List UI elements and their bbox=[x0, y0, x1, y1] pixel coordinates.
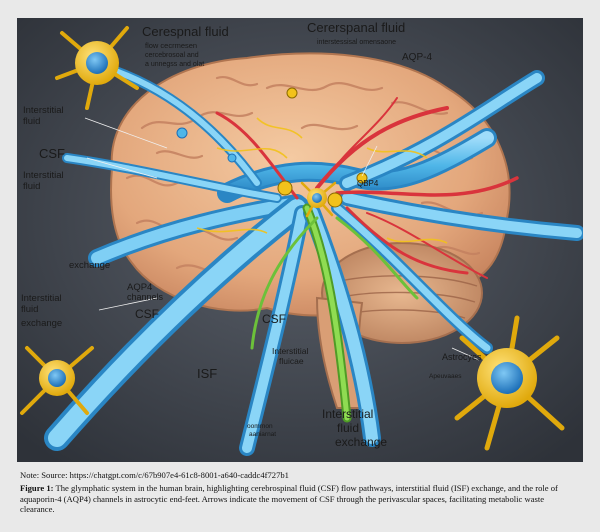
label-interstitial-1b: fluid bbox=[23, 116, 40, 127]
figure-caption-label: Figure 1: bbox=[20, 483, 54, 493]
astrocyte-top-left bbox=[55, 26, 139, 110]
label-csf-top-right: Cererspanal fluid bbox=[307, 20, 405, 35]
label-csf-top-left-sub2: cercebrosoal and bbox=[145, 52, 199, 59]
label-aqp4-top: AQP-4 bbox=[402, 52, 432, 63]
label-interstitial-3b: fluid bbox=[21, 304, 38, 315]
label-bottom-grey-2: aaniarnat bbox=[249, 431, 276, 438]
label-interstitial-center-a: Interstitial bbox=[272, 346, 308, 356]
label-csf-top-left: Cerespnal fluid bbox=[142, 24, 229, 39]
label-isf: ISF bbox=[197, 366, 217, 381]
astrocyte-bottom-right bbox=[454, 315, 565, 451]
label-aqp4-channels-a: AQP4 bbox=[127, 282, 152, 293]
label-interstitial-1a: Interstitial bbox=[23, 105, 64, 116]
label-csf-top-right-sub: interstessisal omensaone bbox=[317, 39, 396, 46]
fibers bbox=[196, 117, 448, 244]
figure-caption: Figure 1: The glymphatic system in the h… bbox=[20, 483, 580, 515]
label-exchange-left: exchange bbox=[69, 260, 110, 271]
leader-lines bbox=[84, 117, 480, 361]
label-interstitial-bottom-a: Interstitial bbox=[322, 407, 373, 421]
label-csf-top-left-sub3: a unnegss and olat bbox=[145, 61, 204, 68]
astrocyte-bottom-left bbox=[20, 346, 94, 415]
label-interstitial-3a: Interstitial bbox=[21, 293, 62, 304]
astrocyte-center bbox=[300, 181, 337, 218]
label-exchange-left-2: exchange bbox=[21, 318, 62, 329]
label-apeuvaaes: Apeuvaaes bbox=[429, 373, 462, 380]
label-interstitial-2b: fluid bbox=[23, 181, 40, 192]
label-interstitial-center-b: fluicae bbox=[279, 356, 304, 366]
aqp4-markers bbox=[176, 87, 368, 208]
label-aqp4-channels-b: channels bbox=[127, 292, 164, 302]
label-csf-top-left-sub1: flow cecrmesen bbox=[145, 41, 197, 50]
label-csf-left: CSF bbox=[39, 146, 65, 161]
note-area: Note: Source: https://chatgpt.com/c/67b9… bbox=[20, 470, 580, 530]
source-note: Note: Source: https://chatgpt.com/c/67b9… bbox=[20, 470, 289, 480]
label-interstitial-bottom-b: fluid bbox=[337, 421, 359, 435]
label-qbp4: QBP4 bbox=[357, 179, 379, 188]
label-csf-mid-left: CSF bbox=[135, 307, 159, 321]
glymphatic-illustration: Cerespnal fluid flow cecrmesen cercebros… bbox=[17, 18, 583, 462]
label-csf-center: CSF bbox=[262, 312, 286, 326]
label-bottom-grey-1: oomrnon bbox=[247, 423, 273, 430]
label-exchange-bottom: exchange bbox=[335, 435, 387, 449]
label-astrocytes: Astrocyes bbox=[442, 352, 482, 362]
label-interstitial-2a: Interstitial bbox=[23, 170, 64, 181]
figure-caption-text: The glymphatic system in the human brain… bbox=[20, 483, 558, 514]
green-pathways bbox=[250, 203, 419, 423]
